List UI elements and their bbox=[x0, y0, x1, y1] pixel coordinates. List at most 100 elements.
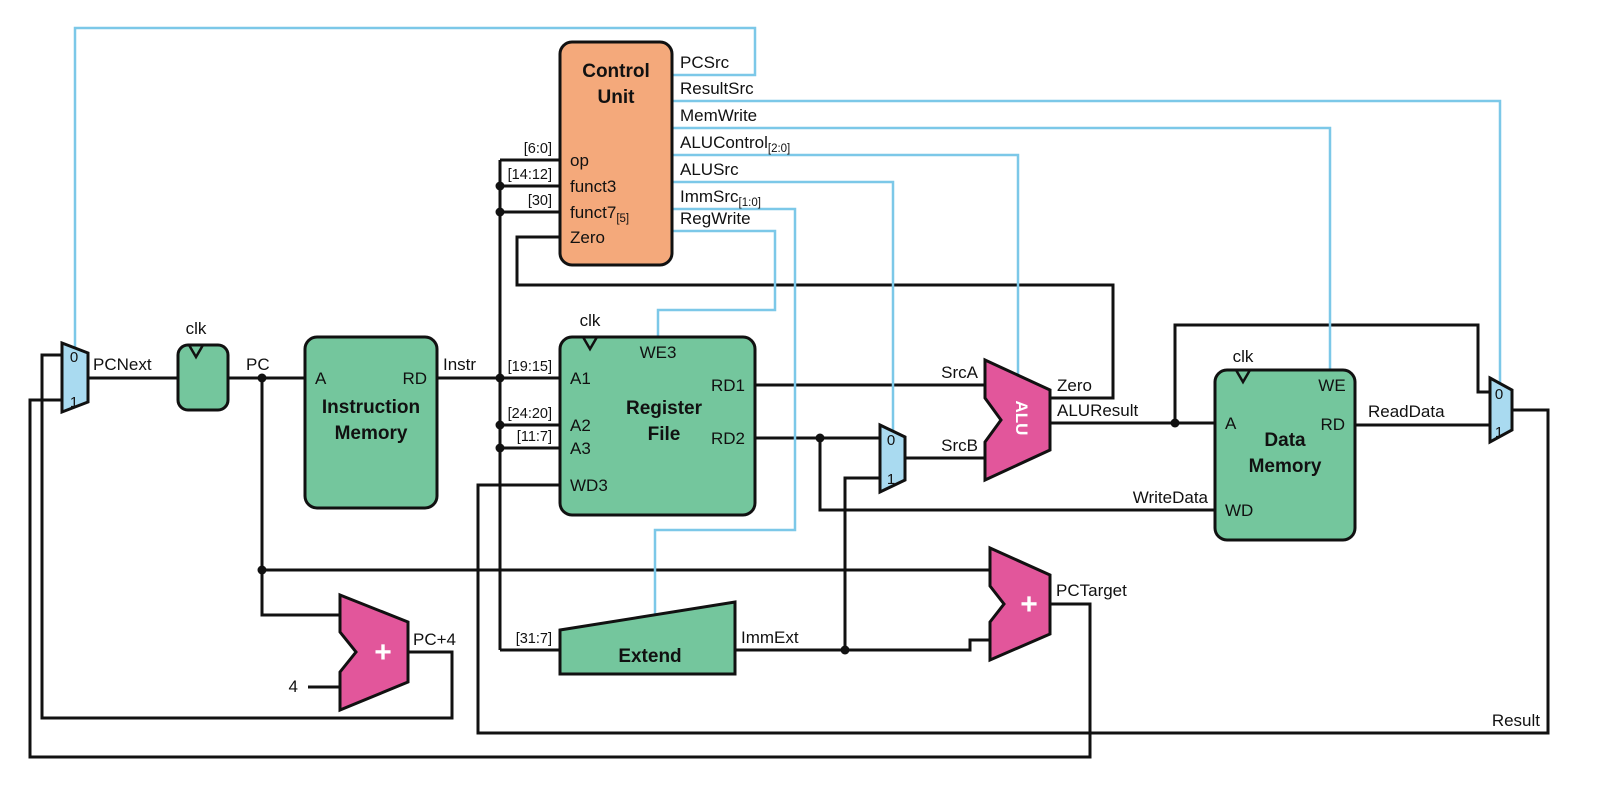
pctarget-adder-plus: + bbox=[1020, 588, 1038, 621]
wire-immext-to-srcb-mux bbox=[843, 476, 880, 650]
wire-alucontrol bbox=[672, 153, 1020, 375]
result-mux bbox=[1488, 375, 1514, 445]
result-label: Result bbox=[1492, 711, 1540, 730]
pctarget-adder bbox=[988, 545, 1052, 663]
clk-edge-icon bbox=[581, 336, 599, 352]
memwrite-label: MemWrite bbox=[680, 106, 757, 125]
control-unit-title: Unit bbox=[598, 87, 636, 108]
pcnext-mux bbox=[60, 340, 90, 415]
wire-regwrite bbox=[656, 229, 777, 337]
wire-pc-to-pcplus4-adder bbox=[260, 378, 340, 617]
control-unit-title: Control bbox=[582, 61, 650, 82]
junction-dot bbox=[257, 565, 267, 575]
control-port-zero: Zero bbox=[570, 228, 605, 247]
regfile-port-a3: A3 bbox=[570, 439, 591, 458]
wire-memwrite bbox=[672, 126, 1332, 370]
bitslice-rs2: [24:20] bbox=[508, 406, 552, 422]
control-unit-block bbox=[558, 40, 674, 267]
regfile-port-rd2: RD2 bbox=[711, 429, 745, 448]
dmem-title: Data bbox=[1264, 430, 1306, 451]
wire-pcsrc bbox=[73, 26, 757, 348]
bitslice-rs1: [19:15] bbox=[508, 359, 552, 375]
wire-resultsrc bbox=[672, 99, 1502, 384]
pcplus4-adder bbox=[338, 592, 410, 713]
junction-dot bbox=[1170, 418, 1180, 428]
pcnext-mux-in0-label: 0 bbox=[70, 349, 78, 366]
junction-dot bbox=[257, 373, 267, 383]
srcb-label: SrcB bbox=[941, 436, 978, 455]
readdata-label: ReadData bbox=[1368, 402, 1445, 421]
srca-label: SrcA bbox=[941, 363, 979, 382]
imem-port-a: A bbox=[315, 369, 327, 388]
dmem-port-we: WE bbox=[1318, 376, 1345, 395]
regfile-title: Register bbox=[626, 398, 703, 419]
dmem-title: Memory bbox=[1249, 456, 1322, 477]
srcb-mux-in0-label: 0 bbox=[887, 432, 895, 449]
srcb-mux bbox=[878, 422, 907, 495]
junction-dot bbox=[495, 373, 505, 383]
control-port-funct3: funct3 bbox=[570, 177, 616, 196]
zero-label: Zero bbox=[1057, 376, 1092, 395]
immext-label: ImmExt bbox=[741, 628, 799, 647]
regfile-port-rd1: RD1 bbox=[711, 376, 745, 395]
junction-dot bbox=[495, 207, 505, 217]
wire-immsrc bbox=[653, 207, 797, 615]
pcnext-mux-in1-label: 1 bbox=[70, 394, 78, 411]
result-mux-in1-label: 1 bbox=[1495, 424, 1503, 441]
result-mux-in0-label: 0 bbox=[1495, 386, 1503, 403]
regfile-port-a2: A2 bbox=[570, 416, 591, 435]
dmem-port-rd: RD bbox=[1320, 415, 1345, 434]
immsrc-label: ImmSrc[1:0] bbox=[680, 187, 761, 209]
pc-label: PC bbox=[246, 355, 270, 374]
regfile-title: File bbox=[648, 424, 681, 445]
bitslice-funct7: [30] bbox=[528, 193, 552, 209]
data-memory-block bbox=[1213, 368, 1357, 542]
pcplus4-label: PC+4 bbox=[413, 630, 456, 649]
clk-label: clk bbox=[580, 311, 601, 330]
wire-aluresult-to-result-mux bbox=[1173, 323, 1490, 423]
instruction-memory-block bbox=[303, 335, 439, 510]
wire-writedata bbox=[818, 438, 1215, 512]
aluresult-label: ALUResult bbox=[1057, 401, 1139, 420]
wire-pctarget bbox=[28, 398, 1092, 759]
alu-block bbox=[983, 357, 1052, 483]
regfile-port-we3: WE3 bbox=[640, 343, 677, 362]
bitslice-funct3: [14:12] bbox=[508, 167, 552, 183]
clk-label: clk bbox=[1233, 347, 1254, 366]
clk-edge-icon bbox=[187, 344, 205, 360]
pcsrc-label: PCSrc bbox=[680, 53, 730, 72]
control-port-op: op bbox=[570, 151, 589, 170]
alu-title: ALU bbox=[1012, 401, 1031, 436]
dmem-port-a: A bbox=[1225, 414, 1237, 433]
constant-four-label: 4 bbox=[289, 677, 298, 696]
imem-port-rd: RD bbox=[402, 369, 427, 388]
alusrc-label: ALUSrc bbox=[680, 160, 739, 179]
instr-label: Instr bbox=[443, 355, 476, 374]
resultsrc-label: ResultSrc bbox=[680, 79, 754, 98]
pcplus4-adder-plus: + bbox=[374, 636, 392, 669]
junction-dot bbox=[815, 433, 825, 443]
pctarget-label: PCTarget bbox=[1056, 581, 1127, 600]
register-file-block bbox=[558, 335, 757, 517]
extend-block bbox=[558, 600, 737, 676]
imem-title: Instruction bbox=[322, 397, 420, 418]
wire-zero-feedback bbox=[515, 235, 1115, 400]
wire-pcplus4 bbox=[40, 353, 454, 720]
extend-title: Extend bbox=[618, 646, 681, 667]
regfile-port-wd3: WD3 bbox=[570, 476, 608, 495]
bitslice-rd: [11:7] bbox=[517, 429, 552, 445]
junction-dot bbox=[495, 443, 505, 453]
alucontrol-label: ALUControl[2:0] bbox=[680, 133, 790, 155]
wire-immext bbox=[735, 638, 990, 652]
clk-label: clk bbox=[186, 319, 207, 338]
pcnext-label: PCNext bbox=[93, 355, 152, 374]
control-port-funct7: funct7[5] bbox=[570, 203, 629, 225]
junction-dot bbox=[495, 420, 505, 430]
dmem-port-wd: WD bbox=[1225, 501, 1253, 520]
wire-alusrc bbox=[672, 180, 895, 431]
regfile-port-a1: A1 bbox=[570, 369, 591, 388]
regwrite-label: RegWrite bbox=[680, 209, 751, 228]
bitslice-imm: [31:7] bbox=[516, 631, 552, 647]
